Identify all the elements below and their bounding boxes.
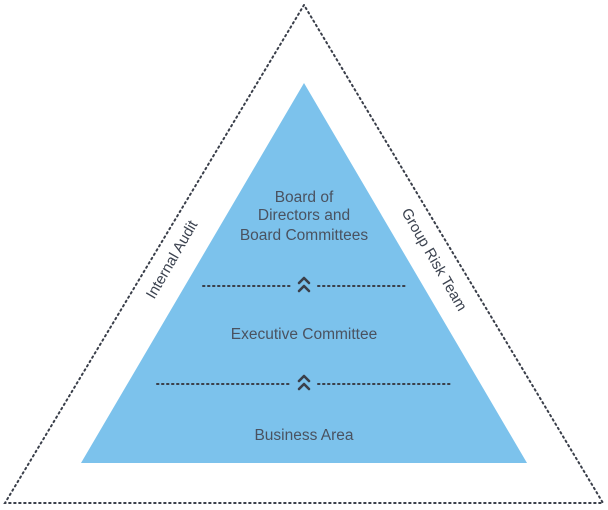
double-chevron-up-icon (297, 276, 311, 293)
lower-divider (156, 374, 454, 391)
upper-divider (202, 276, 408, 293)
top-tier-label: Board of Directors and Board Committees (240, 189, 369, 244)
inner-pyramid (81, 83, 527, 463)
middle-tier-label: Executive Committee (231, 326, 377, 343)
top-tier-line-2: Directors and (258, 207, 350, 224)
top-tier-line-1: Board of (275, 189, 334, 206)
top-tier-line-3: Board Committees (240, 227, 369, 244)
outer-dotted-triangle (3, 3, 605, 504)
bottom-tier-label: Business Area (254, 427, 353, 444)
double-chevron-up-icon (297, 374, 311, 391)
